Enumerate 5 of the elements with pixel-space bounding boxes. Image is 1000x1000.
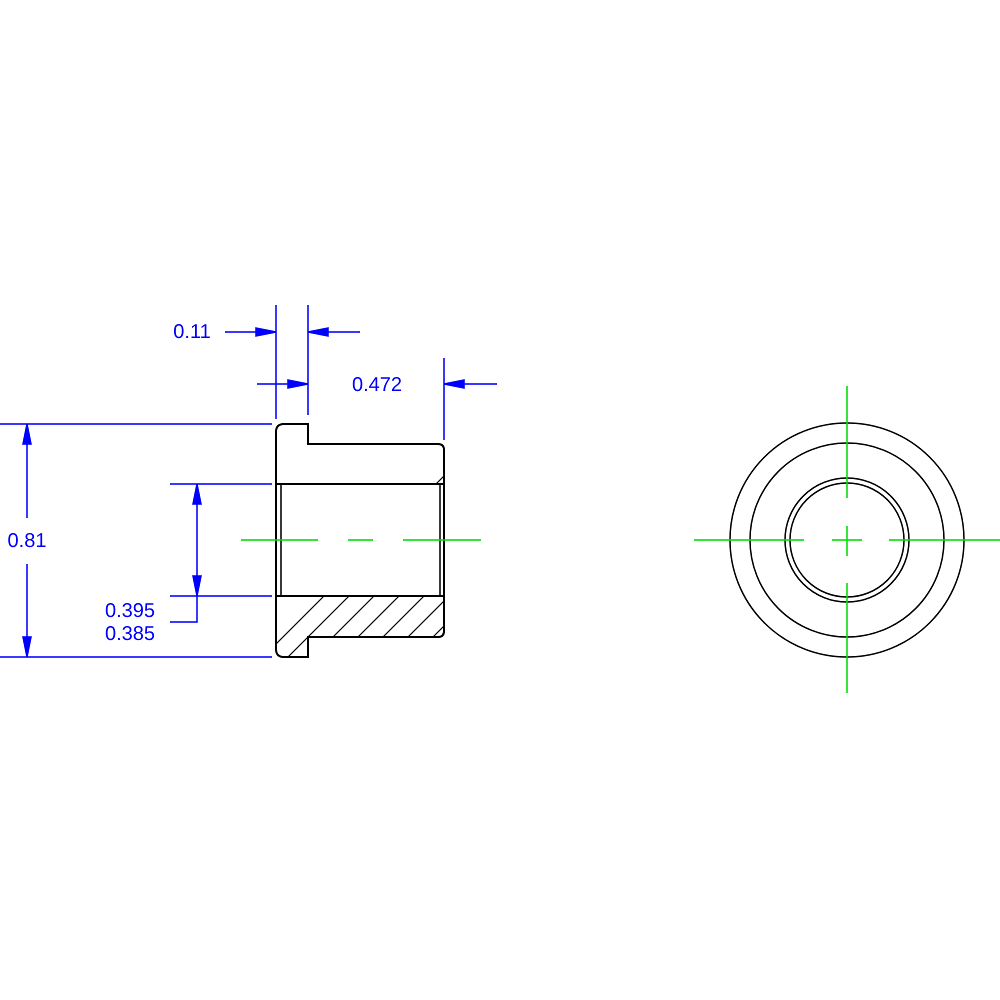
dimension-value: 0.472 — [352, 375, 402, 395]
dimension-value: 0.11 — [173, 322, 211, 342]
dimension-value: 0.395 — [104, 601, 156, 621]
dimension-value: 0.81 — [8, 531, 46, 551]
dimension-value: 0.385 — [104, 624, 156, 644]
